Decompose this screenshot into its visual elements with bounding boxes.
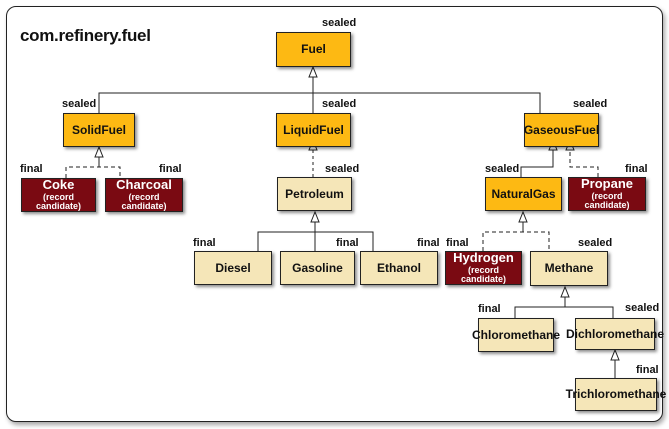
modifier-petroleum: sealed	[325, 163, 360, 175]
class-name: Coke	[42, 177, 75, 193]
class-name: Petroleum	[285, 186, 344, 201]
class-name: Propane	[580, 176, 633, 192]
connector-propane-gaseousfuel	[569, 150, 599, 177]
modifier-coke: final	[20, 163, 43, 175]
arrowhead-naturalgas	[518, 210, 528, 223]
class-fuel[interactable]: Fuel	[276, 32, 351, 67]
modifier-chloromethane: final	[478, 303, 501, 315]
class-name: Hydrogen	[453, 250, 514, 266]
record-candidate-label: (record candidate)	[460, 264, 506, 285]
modifier-ethanol: final	[417, 237, 440, 249]
class-methane[interactable]: Methane	[530, 251, 608, 286]
class-name: SolidFuel	[72, 122, 126, 137]
class-dichloromethane[interactable]: Dichloromethane	[566, 318, 664, 350]
modifier-fuel: sealed	[322, 17, 357, 29]
class-chloromethane[interactable]: Chloromethane	[472, 318, 560, 352]
modifier-gaseousfuel: sealed	[573, 98, 608, 110]
package-title: com.refinery.fuel	[20, 26, 151, 45]
record-candidate-label: (record candidate)	[35, 191, 81, 212]
modifier-hydrogen: final	[446, 237, 469, 249]
class-liquidfuel[interactable]: LiquidFuel	[276, 113, 351, 147]
class-gasoline[interactable]: Gasoline	[280, 251, 355, 285]
class-name: NaturalGas	[491, 186, 556, 201]
class-name: Trichloromethane	[565, 387, 667, 402]
class-name: GaseousFuel	[523, 122, 600, 137]
modifier-methane: sealed	[578, 237, 613, 249]
modifier-solidfuel: sealed	[62, 98, 97, 110]
class-diesel[interactable]: Diesel	[194, 251, 272, 285]
arrowhead-petroleum	[310, 210, 320, 223]
modifier-propane: final	[625, 163, 648, 175]
class-name: Charcoal	[116, 177, 172, 193]
class-ethanol[interactable]: Ethanol	[360, 251, 438, 285]
class-gaseousfuel[interactable]: GaseousFuel	[524, 113, 599, 147]
arrowhead-dichloromethane	[610, 348, 620, 361]
class-naturalgas[interactable]: NaturalGas	[485, 177, 562, 211]
class-name: Gasoline	[292, 260, 343, 275]
class-trichloromethane[interactable]: Trichloromethane	[566, 378, 666, 411]
class-name: Diesel	[215, 260, 251, 275]
modifier-naturalgas: sealed	[485, 163, 520, 175]
record-candidate-label: (record candidate)	[584, 190, 630, 211]
modifier-diesel: final	[193, 237, 216, 249]
modifier-liquidfuel: sealed	[322, 98, 357, 110]
arrowhead-methane	[560, 285, 570, 298]
connector-naturalgas-gaseousfuel	[520, 150, 554, 177]
connector-coke-solidfuel	[65, 166, 121, 178]
modifier-trichloromethane: final	[636, 364, 659, 376]
record-candidate-label: (record candidate)	[121, 191, 167, 212]
class-name: Fuel	[301, 42, 326, 57]
class-name: Ethanol	[377, 260, 421, 275]
class-propane[interactable]: Propane (record candidate)	[568, 177, 646, 211]
modifier-charcoal: final	[159, 163, 182, 175]
class-solidfuel[interactable]: SolidFuel	[63, 113, 135, 147]
modifier-gasoline: final	[336, 237, 359, 249]
class-coke[interactable]: Coke (record candidate)	[21, 178, 96, 212]
package-frame	[6, 6, 663, 422]
class-name: Chloromethane	[472, 327, 561, 342]
class-charcoal[interactable]: Charcoal (record candidate)	[105, 178, 183, 212]
connector-hydrogen-naturalgas	[482, 231, 550, 251]
class-name: LiquidFuel	[283, 122, 344, 137]
connector-solidfuel-fuel	[98, 92, 541, 113]
class-hydrogen[interactable]: Hydrogen (record candidate)	[445, 251, 522, 285]
arrowhead-solidfuel	[94, 145, 104, 158]
class-name: Methane	[544, 261, 594, 276]
modifier-dichloromethane: sealed	[625, 302, 660, 314]
connector-chloromethane-methane	[514, 306, 614, 318]
class-name: Dichloromethane	[566, 326, 665, 341]
arrowhead-fuel	[308, 65, 318, 78]
class-petroleum[interactable]: Petroleum	[277, 177, 352, 211]
